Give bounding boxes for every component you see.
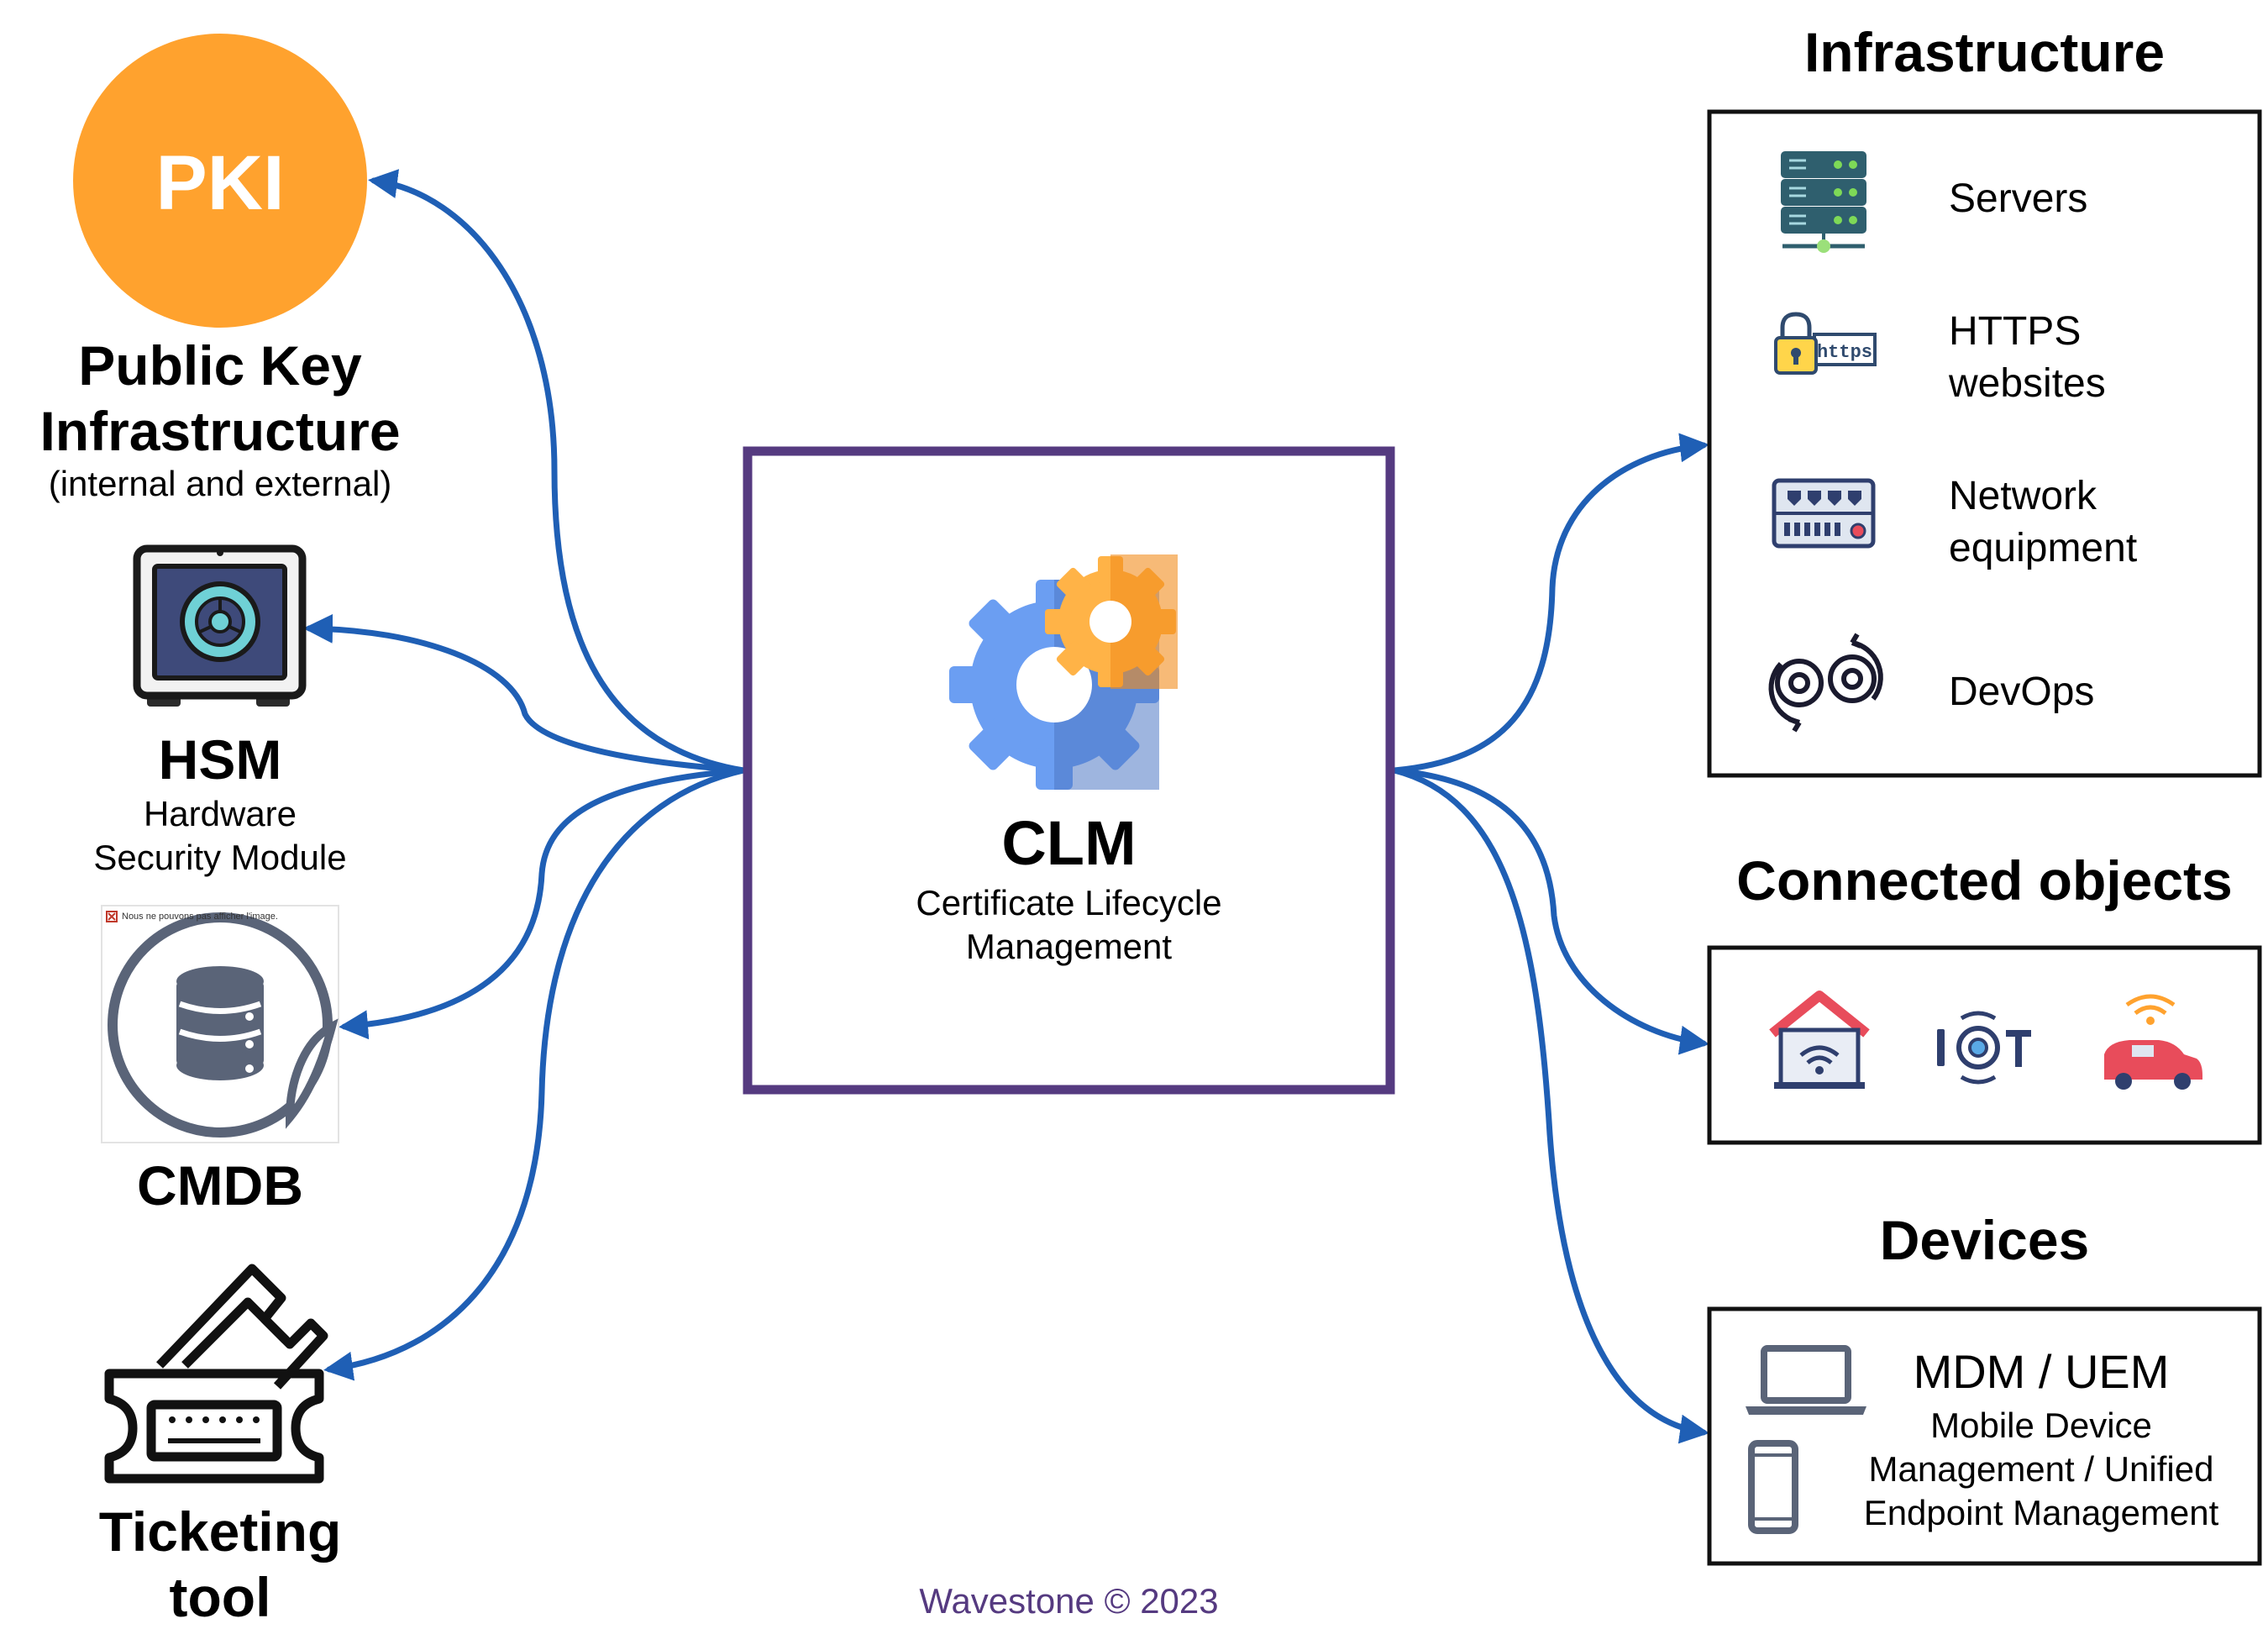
infra-item-https-line1: HTTPS	[1949, 309, 2082, 354]
arrow-to-pki	[368, 169, 747, 774]
ticketing-title-line2: tool	[169, 1566, 271, 1628]
arrow-to-cmdb	[339, 767, 747, 1040]
pki-title-line1: Public Key	[78, 334, 362, 397]
infrastructure-title: Infrastructure	[1803, 21, 2166, 83]
https-lock-icon: https	[1774, 312, 1877, 375]
laptop-icon	[1746, 1345, 1866, 1415]
footer-copyright: Wavestone © 2023	[919, 1581, 1219, 1621]
connected-objects-title: Connected objects	[1736, 849, 2233, 912]
arrow-to-connected-objects	[1391, 767, 1709, 1055]
devices-line2: Management / Unified	[1868, 1449, 2214, 1489]
infra-item-network-line1: Network	[1949, 474, 2097, 518]
clm-title: CLM	[1001, 808, 1137, 878]
gears-icon	[949, 554, 1178, 790]
pki-note: (internal and external)	[48, 464, 392, 503]
hsm-title: HSM	[158, 728, 282, 791]
pki-badge: PKI	[155, 140, 285, 226]
hsm-sub-line1: Hardware	[143, 794, 297, 833]
devops-gears-icon	[1768, 633, 1883, 733]
arrow-to-ticketing	[323, 767, 747, 1381]
server-icon	[1781, 151, 1866, 253]
clm-subtitle-line1: Certificate Lifecycle	[916, 883, 1222, 922]
network-switch-icon	[1772, 478, 1876, 549]
cmdb-title: CMDB	[137, 1154, 303, 1216]
infra-item-network-line2: equipment	[1949, 526, 2138, 570]
svg-text:https: https	[1817, 342, 1872, 363]
pki-title-line2: Infrastructure	[39, 400, 401, 462]
devices-title: Devices	[1879, 1209, 2090, 1271]
devices-line3: Endpoint Management	[1863, 1493, 2219, 1532]
arrow-to-infrastructure	[1391, 433, 1709, 774]
iot-icon	[1937, 1011, 2031, 1085]
smart-home-icon	[1769, 991, 1870, 1089]
hsm-safe-icon	[133, 544, 307, 707]
infra-item-https-line2: websites	[1949, 361, 2106, 406]
clm-subtitle-line2: Management	[965, 927, 1173, 966]
devices-heading: MDM / UEM	[1913, 1345, 2170, 1398]
hsm-sub-line2: Security Module	[93, 838, 347, 877]
infra-item-devops: DevOps	[1949, 670, 2095, 714]
cmdb-broken-image-text: Nous ne pouvons pas afficher l'image.	[122, 912, 278, 922]
arrow-to-devices	[1391, 767, 1709, 1444]
infra-item-servers: Servers	[1949, 176, 2088, 221]
pki-circle-icon	[73, 34, 367, 328]
smartphone-icon	[1748, 1440, 1798, 1534]
database-icon	[101, 905, 339, 1143]
ticket-icon	[104, 1264, 328, 1484]
connected-car-icon	[2104, 994, 2202, 1090]
devices-line1: Mobile Device	[1930, 1406, 2152, 1445]
ticketing-title-line1: Ticketing	[98, 1500, 342, 1563]
arrow-to-hsm	[303, 613, 747, 774]
